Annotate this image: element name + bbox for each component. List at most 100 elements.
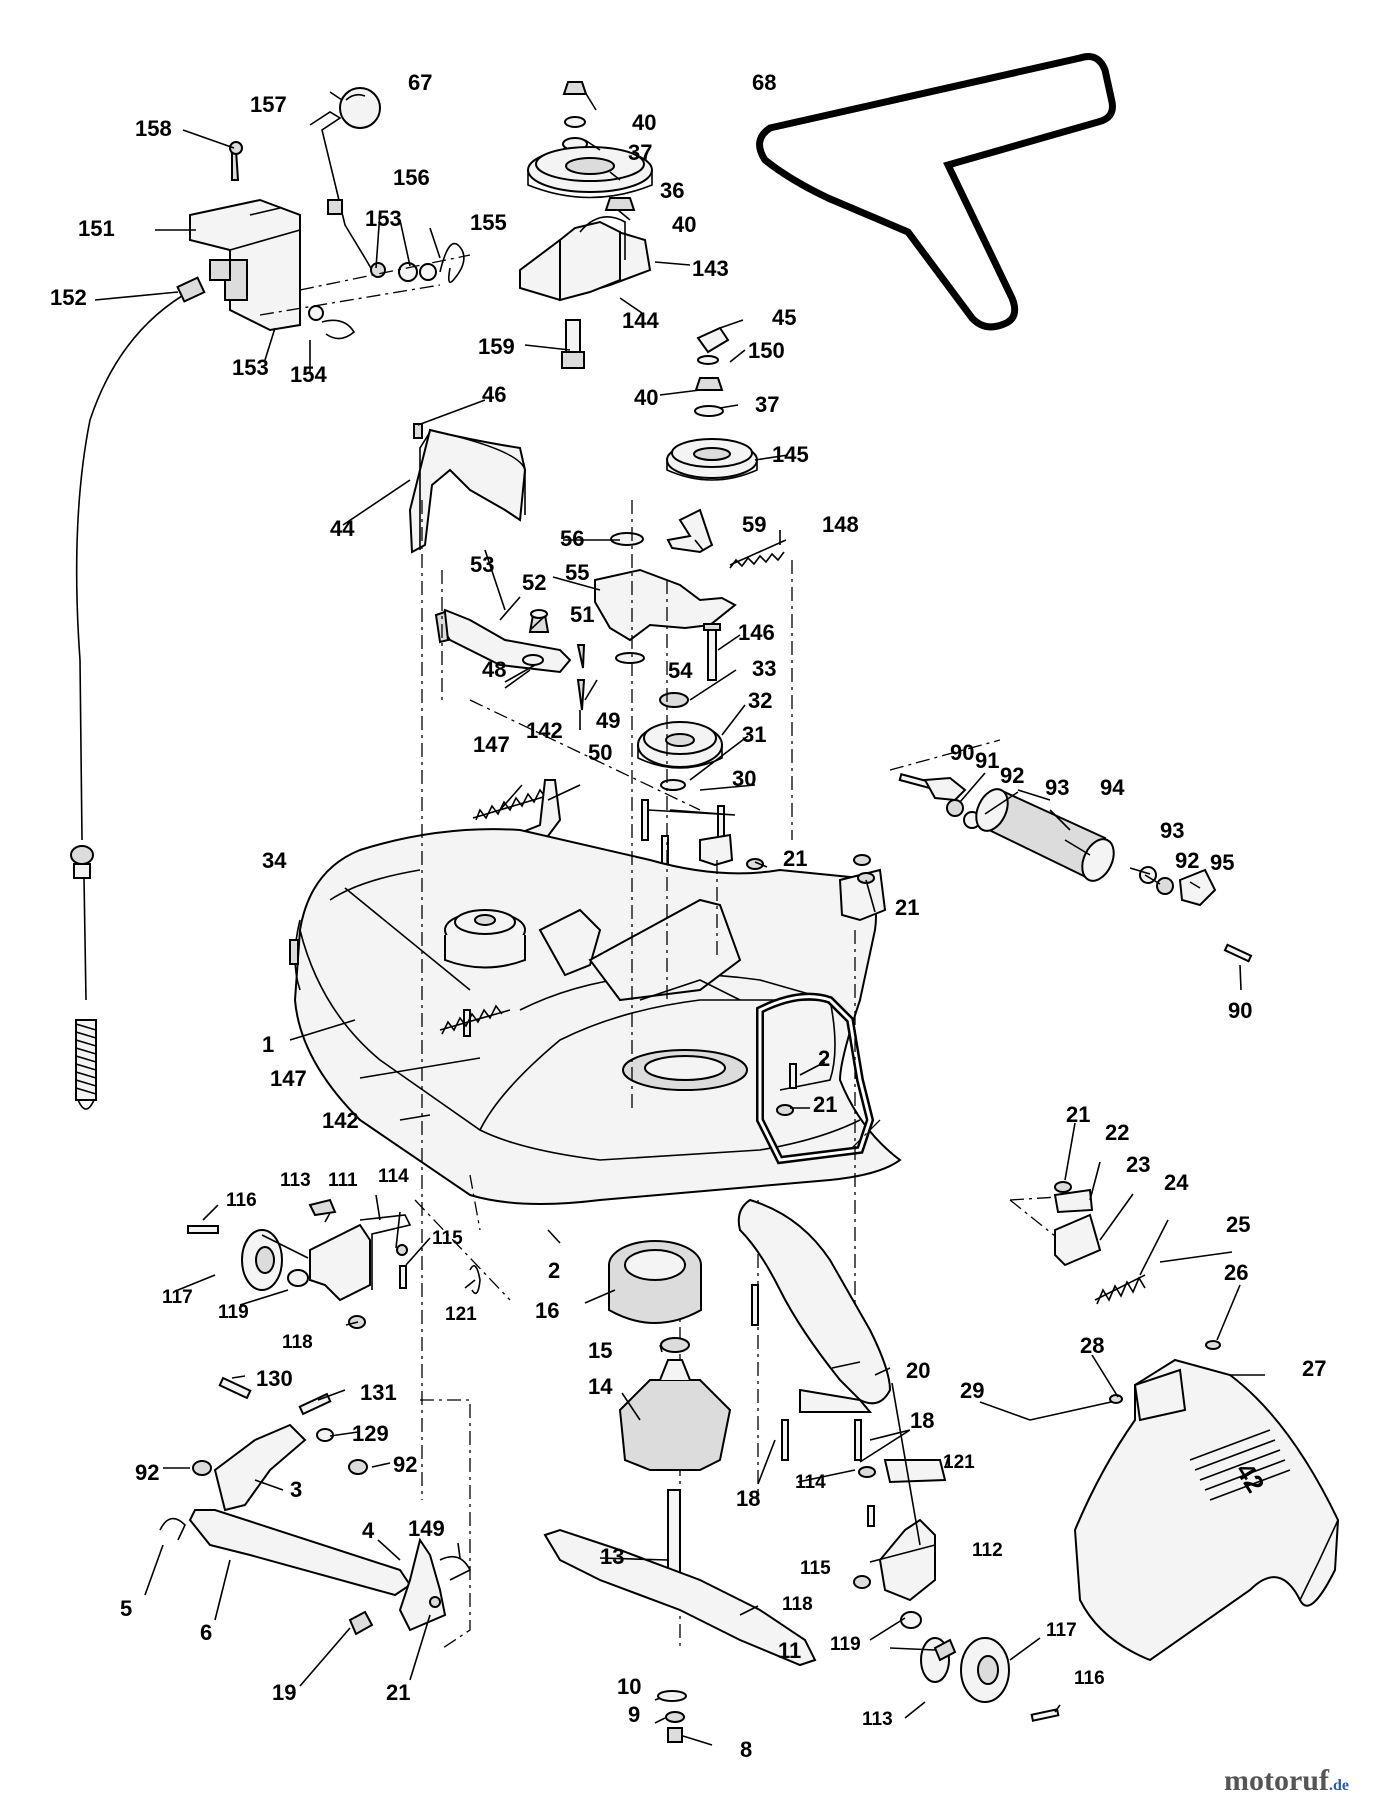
lift-arm-right: [737, 1198, 947, 1484]
label-92a: 92: [1000, 763, 1024, 788]
watermark: motoruf.de: [1224, 1764, 1349, 1797]
label-148: 148: [822, 512, 859, 537]
label-156: 156: [393, 165, 430, 190]
label-28: 28: [1080, 1333, 1104, 1358]
label-37b: 37: [755, 392, 779, 417]
spindle-assembly: [543, 1240, 817, 1743]
label-90b: 90: [1228, 998, 1252, 1023]
label-155: 155: [470, 210, 507, 235]
idler-arm-parts: [434, 508, 787, 711]
label-19: 19: [272, 1680, 296, 1705]
label-40b: 40: [672, 212, 696, 237]
label-153a: 153: [365, 206, 402, 231]
label-92c: 92: [393, 1452, 417, 1477]
label-114a: 114: [378, 1166, 409, 1187]
label-20: 20: [906, 1358, 930, 1383]
deck-pulley-stack: [637, 692, 725, 873]
label-26: 26: [1224, 1260, 1248, 1285]
label-10: 10: [617, 1674, 641, 1699]
label-115a: 115: [432, 1228, 463, 1249]
label-142b: 142: [322, 1108, 359, 1133]
label-142a: 142: [526, 718, 563, 743]
label-6: 6: [200, 1620, 212, 1645]
label-145: 145: [772, 442, 809, 467]
label-129: 129: [352, 1421, 389, 1446]
label-144: 144: [622, 308, 659, 333]
label-91: 91: [975, 748, 999, 773]
label-68: 68: [752, 70, 776, 95]
deck-right-brackets: [439, 833, 887, 1116]
label-1: 1: [262, 1032, 274, 1057]
label-18a: 18: [910, 1408, 934, 1433]
label-32: 32: [748, 688, 772, 713]
label-24: 24: [1164, 1170, 1189, 1195]
label-154: 154: [290, 362, 327, 387]
lift-arms-left: [159, 1376, 472, 1636]
label-49: 49: [596, 708, 620, 733]
label-9: 9: [628, 1702, 640, 1727]
label-93a: 93: [1045, 775, 1069, 800]
label-149: 149: [408, 1516, 445, 1541]
label-52: 52: [522, 570, 546, 595]
label-116a: 116: [226, 1190, 257, 1211]
label-147a: 147: [473, 732, 510, 757]
label-33: 33: [752, 656, 776, 681]
label-151: 151: [78, 216, 115, 241]
label-11: 11: [778, 1638, 801, 1663]
label-92b: 92: [1175, 848, 1199, 873]
label-90a: 90: [950, 740, 974, 765]
label-27: 27: [1302, 1356, 1326, 1381]
label-67: 67: [408, 70, 432, 95]
part-labels: 67 157 158 156 151 153 155 152 153 154 4…: [50, 70, 1326, 1762]
label-40a: 40: [632, 110, 656, 135]
label-2b: 2: [548, 1258, 560, 1283]
label-111: 111: [328, 1170, 358, 1191]
discharge-chute: 42: [1029, 1358, 1340, 1662]
roller-assembly: [898, 772, 1253, 963]
label-36: 36: [660, 178, 684, 203]
label-8: 8: [740, 1737, 752, 1762]
assembly-lines: [414, 500, 1091, 1651]
label-94: 94: [1100, 775, 1125, 800]
label-21b: 21: [895, 895, 919, 920]
label-118a: 118: [282, 1332, 313, 1353]
label-121b: 121: [943, 1452, 975, 1473]
label-55: 55: [565, 560, 589, 585]
label-113b: 113: [862, 1709, 893, 1730]
label-143: 143: [692, 256, 729, 281]
leader-lines: [94, 91, 1265, 1746]
label-118b: 118: [782, 1594, 813, 1615]
control-cable: [70, 276, 206, 1110]
lever-assembly: [189, 87, 471, 340]
label-3: 3: [290, 1477, 302, 1502]
label-16: 16: [535, 1298, 559, 1323]
label-114b: 114: [795, 1472, 826, 1493]
label-51: 51: [570, 602, 594, 627]
label-117b: 117: [1046, 1620, 1077, 1641]
label-157: 157: [250, 92, 287, 117]
label-21d: 21: [1066, 1102, 1090, 1127]
label-117a: 117: [162, 1287, 193, 1308]
label-44: 44: [330, 516, 355, 541]
label-34: 34: [262, 848, 287, 873]
center-pulley-stack: [666, 326, 758, 481]
label-159: 159: [478, 334, 515, 359]
gauge-wheel-left: [187, 1198, 481, 1329]
label-115b: 115: [800, 1558, 831, 1579]
label-112: 112: [972, 1540, 1003, 1561]
label-4: 4: [362, 1518, 375, 1543]
label-2a: 2: [818, 1046, 830, 1071]
label-54: 54: [668, 658, 693, 683]
label-158: 158: [135, 116, 172, 141]
label-50: 50: [588, 740, 612, 765]
label-22: 22: [1105, 1120, 1129, 1145]
gauge-wheel-right: [853, 1505, 1060, 1722]
label-121a: 121: [445, 1304, 477, 1325]
label-15: 15: [588, 1338, 612, 1363]
belt-guard: [408, 423, 527, 554]
label-95: 95: [1210, 850, 1234, 875]
label-21e: 21: [386, 1680, 410, 1705]
label-119a: 119: [218, 1302, 249, 1323]
